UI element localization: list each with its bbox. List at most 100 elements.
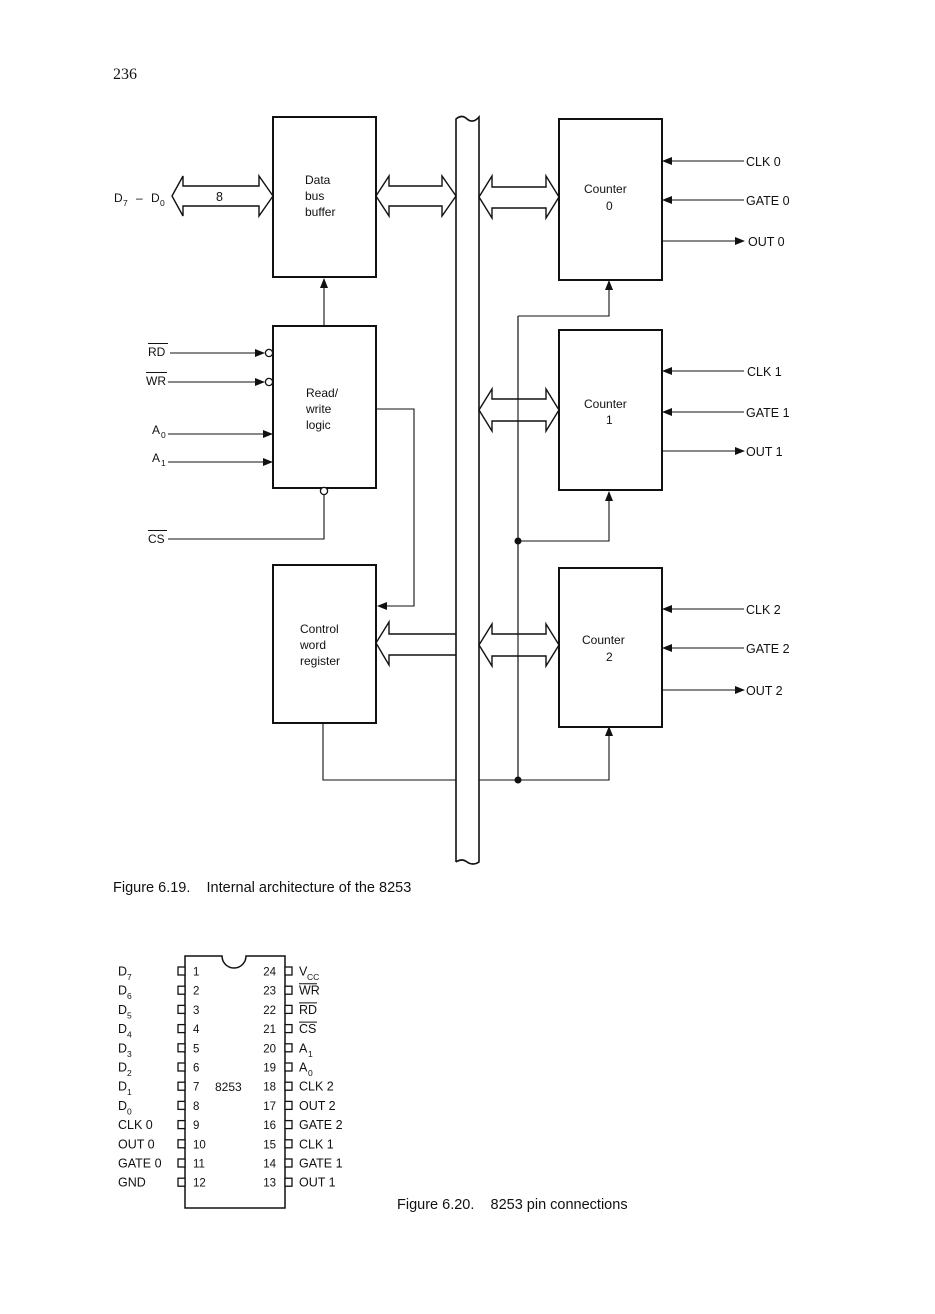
pin-name: CLK 0	[118, 1118, 153, 1132]
pin-name: D	[118, 1061, 127, 1075]
pin-number: 19	[263, 1063, 276, 1075]
pin-name-sub: 7	[127, 972, 132, 982]
svg-text:2: 2	[606, 650, 613, 664]
pin-right-14: 14 GATE 1	[263, 1157, 342, 1171]
pin-number: 21	[263, 1024, 276, 1036]
pin-name: V	[299, 965, 308, 979]
pin-name-sub: 5	[127, 1010, 132, 1020]
svg-text:CS: CS	[148, 532, 165, 546]
svg-text:0: 0	[161, 430, 166, 440]
pin-number: 24	[263, 967, 276, 979]
dip-chip-8253: 8253	[184, 955, 286, 1209]
svg-text:Counter: Counter	[584, 182, 627, 196]
svg-text:0: 0	[606, 199, 613, 213]
pin-name: D	[118, 1041, 127, 1055]
counter-2-signals: CLK 2 GATE 2 OUT 2	[662, 603, 790, 698]
cs-input: CS	[148, 486, 329, 546]
pin-name-sub: 0	[127, 1106, 132, 1116]
svg-text:Counter: Counter	[582, 633, 625, 647]
out0-label: OUT 0	[748, 235, 785, 249]
pin-name: OUT 2	[299, 1099, 336, 1113]
pin-name-sub: 2	[127, 1068, 132, 1078]
pin-right-18: 18 CLK 2	[263, 1080, 334, 1094]
pin-number: 9	[193, 1120, 199, 1132]
pin-number: 8	[193, 1101, 199, 1113]
counter1-trigger-line	[518, 491, 613, 542]
svg-text:word: word	[299, 638, 326, 652]
svg-text:buffer: buffer	[305, 205, 335, 219]
pin-name: GATE 1	[299, 1157, 343, 1171]
pin-name: D	[118, 1080, 127, 1094]
svg-text:bus: bus	[305, 189, 324, 203]
pin-number: 16	[263, 1120, 276, 1132]
pin-number: 18	[263, 1082, 276, 1094]
data-bus-label-d7: D	[114, 191, 123, 205]
data-bus-buffer-block: Data bus buffer	[272, 116, 377, 278]
pin-name: CS	[299, 1022, 316, 1036]
pin-name: OUT 1	[299, 1176, 336, 1190]
cwr-to-counter2-line	[322, 723, 456, 781]
pin-right-17: 17 OUT 2	[263, 1099, 335, 1113]
counter-0-signals: CLK 0 GATE 0 OUT 0	[662, 155, 790, 249]
pin-right-22: 22 RD	[263, 1002, 317, 1017]
gate0-label: GATE 0	[746, 194, 790, 208]
pin-number: 4	[193, 1024, 200, 1036]
pin-name: OUT 0	[118, 1137, 155, 1151]
pin-name: A	[299, 1041, 308, 1055]
bus-width-label: 8	[216, 190, 223, 204]
pin-left-10: 10 OUT 0	[118, 1137, 206, 1151]
pin-number: 15	[263, 1139, 276, 1151]
rw-to-cwr-line	[376, 408, 415, 610]
control-word-register-block: Control word register	[272, 564, 377, 724]
gate1-label: GATE 1	[746, 406, 790, 420]
svg-text:A: A	[152, 423, 160, 437]
pin-right-21: 21 CS	[263, 1021, 317, 1036]
pin-name: GATE 0	[118, 1157, 162, 1171]
pin-name: D	[118, 1003, 127, 1017]
figure-6-20-caption: Figure 6.20. 8253 pin connections	[397, 1197, 628, 1213]
pin-name: D	[118, 965, 127, 979]
internal-bus	[455, 114, 480, 865]
svg-text:logic: logic	[306, 418, 331, 432]
pin-number: 14	[263, 1159, 276, 1171]
pin-left-9: 9 CLK 0	[118, 1118, 199, 1132]
svg-text:register: register	[300, 654, 340, 668]
svg-text:Control: Control	[300, 622, 339, 636]
pin-name-sub: 6	[127, 991, 132, 1001]
svg-text:1: 1	[606, 413, 613, 427]
pin-name: CLK 1	[299, 1137, 334, 1151]
pin-name: CLK 2	[299, 1080, 334, 1094]
svg-text:A: A	[152, 451, 160, 465]
pin-number: 10	[193, 1139, 206, 1151]
pin-name-sub: 3	[127, 1049, 132, 1059]
a1-input: A 1	[152, 451, 273, 468]
pin-right-15: 15 CLK 1	[263, 1137, 334, 1151]
counter-1-signals: CLK 1 GATE 1 OUT 1	[662, 365, 790, 459]
chip-label: 8253	[215, 1080, 242, 1094]
svg-text:RD: RD	[148, 345, 166, 359]
bus-counter2-arrow	[478, 621, 560, 669]
bus-counter1-arrow	[478, 386, 560, 434]
pin-name-sub: 4	[127, 1030, 132, 1040]
svg-text:0: 0	[160, 198, 165, 208]
pin-name: A	[299, 1061, 308, 1075]
pin-number: 17	[263, 1101, 276, 1113]
pin-number: 22	[263, 1005, 276, 1017]
clk2-label: CLK 2	[746, 603, 781, 617]
pin-number: 5	[193, 1043, 199, 1055]
pin-name: RD	[299, 1003, 317, 1017]
out1-label: OUT 1	[746, 445, 783, 459]
svg-text:Counter: Counter	[584, 397, 627, 411]
pin-name: D	[118, 984, 127, 998]
pin-name: WR	[299, 984, 320, 998]
